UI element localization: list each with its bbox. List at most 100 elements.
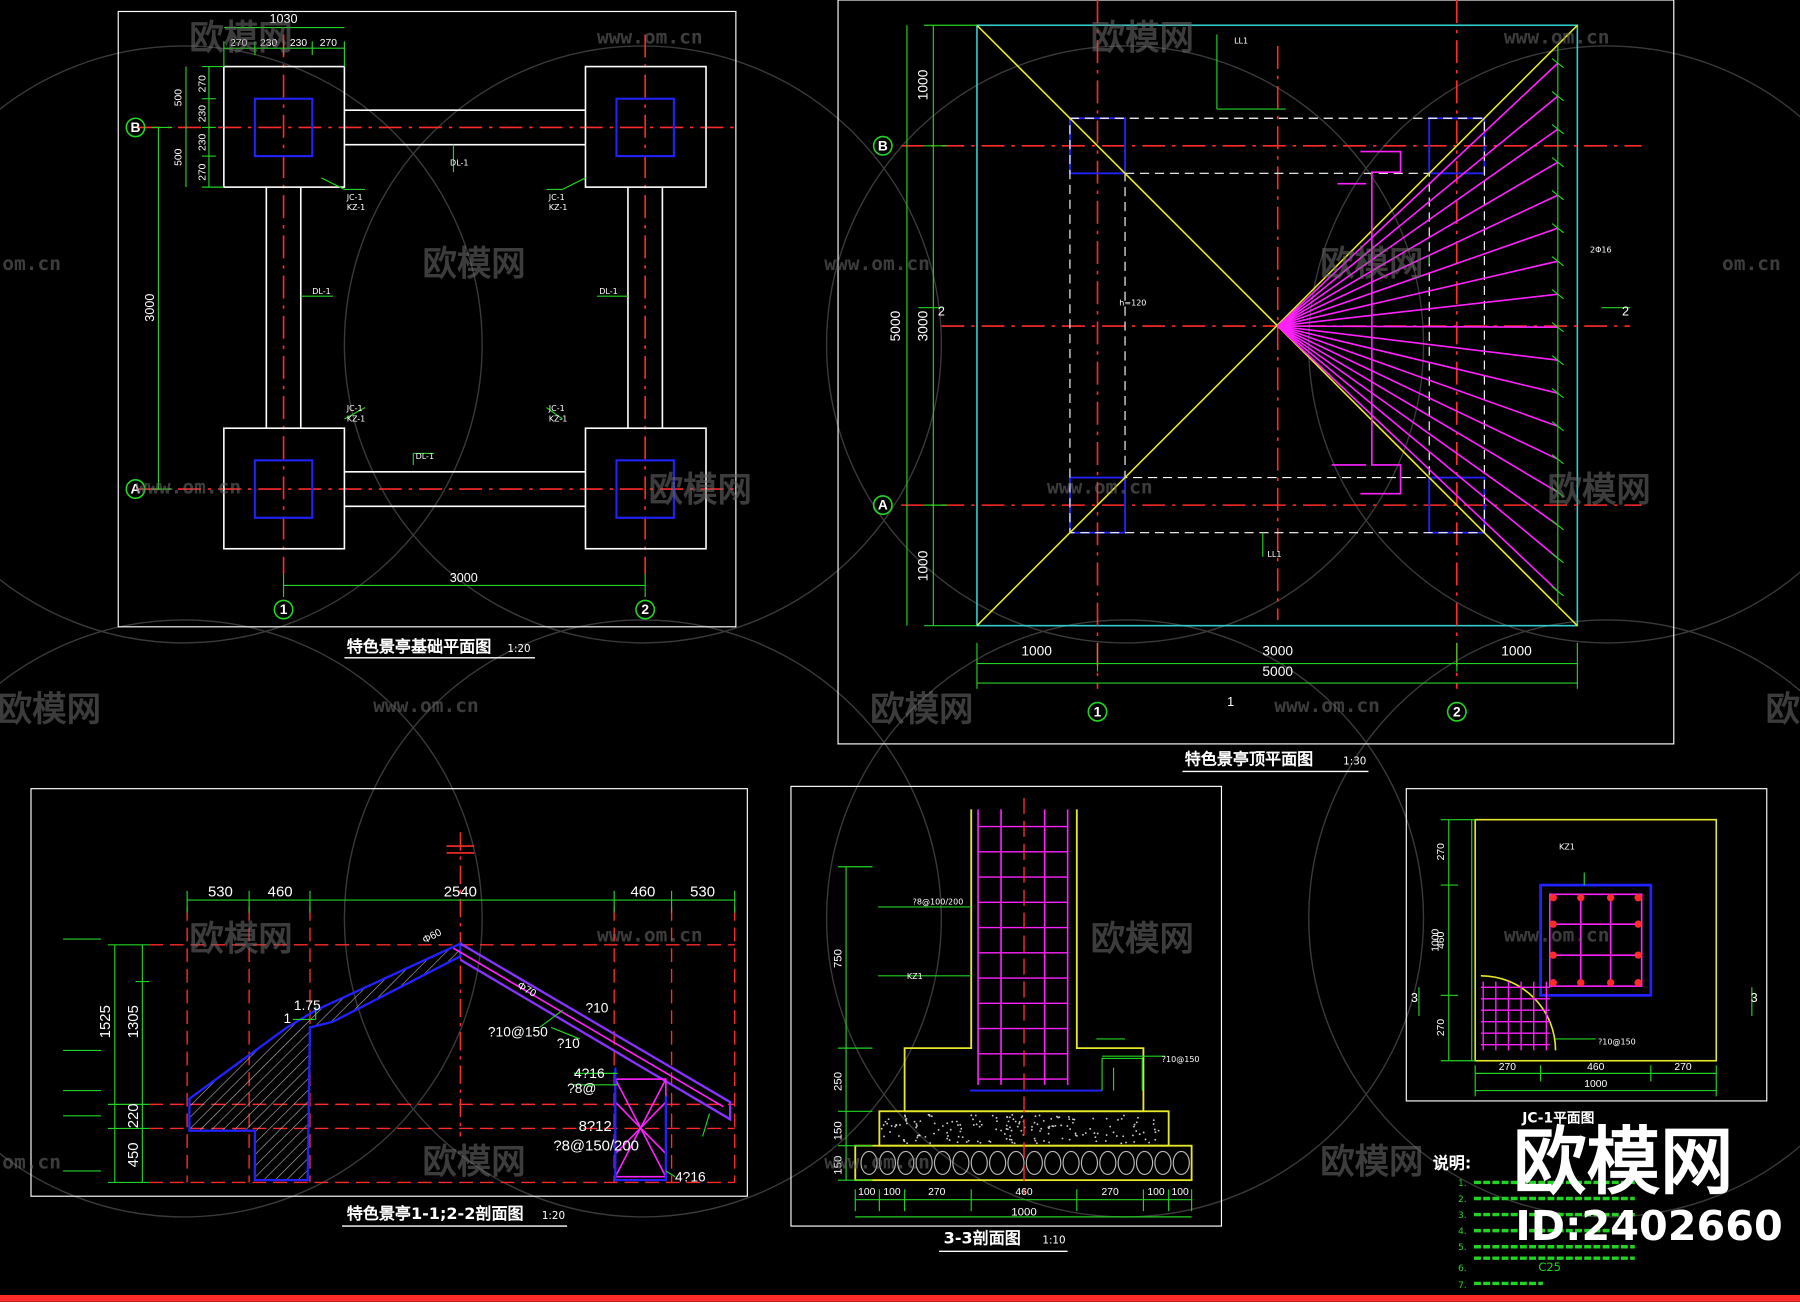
roof-axis-b: B [878, 138, 888, 153]
gravel-dot [946, 1131, 949, 1134]
d33-dim-bottom-7: 100 [1172, 1187, 1189, 1198]
watermarks: 欧模网 www.om.cn 欧模网 www.om.cn om.cn 欧模网 ww… [0, 18, 1800, 1182]
jc1-plan: 270 460 270 1000 270 460 270 1000 3 3 KZ… [1405, 788, 1768, 1127]
d33-dim-bottom-1: 100 [858, 1187, 875, 1198]
rafter-tick [1551, 520, 1564, 531]
note-3: 3. [1458, 1210, 1467, 1221]
jc1-label-mesh: ?10@150 [1598, 1038, 1636, 1047]
note-5: 5. [1458, 1242, 1467, 1253]
rafter-tick [1551, 157, 1564, 168]
d33-scale: 1:10 [1042, 1234, 1065, 1246]
section-rebar-3: ?10 [557, 1036, 580, 1051]
rafter-line [1277, 325, 1559, 559]
gravel-dot [1068, 1118, 1071, 1121]
gravel-dot [976, 1140, 979, 1143]
gravel-dot [1013, 1142, 1016, 1145]
gravel-dot [937, 1128, 940, 1131]
section-dim-top-2: 460 [268, 884, 293, 901]
stone-shape [1062, 1150, 1080, 1175]
brand-stamp: 欧模网 ID:2402660 [1513, 1120, 1783, 1250]
gravel-dot [996, 1120, 998, 1123]
gravel-dot [1033, 1121, 1036, 1124]
roof-label-ld-bottom: LL1 [1267, 550, 1281, 559]
section-rebar-4: 4?16 [574, 1066, 605, 1081]
section-dim-top-4: 460 [630, 884, 655, 901]
gravel-dot [978, 1125, 981, 1128]
gravel-dot [886, 1122, 889, 1125]
roof-axis-1: 1 [1094, 704, 1102, 719]
gravel-dot [959, 1130, 962, 1133]
gravel-dot [1109, 1125, 1112, 1128]
gravel-dot [1068, 1138, 1071, 1141]
roof-dim-bottom-1: 1000 [1021, 644, 1052, 659]
gravel-dot [1050, 1117, 1053, 1120]
rafter-line [1277, 325, 1558, 361]
watermark-site: www.om.cn [824, 252, 930, 275]
watermark-logo: 欧模网 [1766, 690, 1800, 730]
label-beam-note: DL-1 [450, 158, 469, 167]
gravel-dot [1137, 1116, 1139, 1119]
gravel-dot [1125, 1141, 1127, 1144]
gravel-dot [1005, 1137, 1008, 1140]
gravel-dot [1152, 1119, 1155, 1122]
section-rebar-6: 8?12 [579, 1118, 612, 1135]
rafter-tick [1551, 586, 1564, 597]
dim-top-1: 270 [230, 38, 247, 49]
gravel-dot [1135, 1130, 1138, 1132]
gravel-dot [919, 1120, 922, 1123]
gravel-dot [1047, 1132, 1050, 1135]
foundation-plan: 1030 270 230 230 270 270 230 230 270 500… [117, 10, 737, 659]
watermark-logo: 欧模网 [1548, 471, 1651, 511]
gravel-dot [914, 1139, 917, 1142]
d33-label-mesh: ?10@150 [1162, 1055, 1200, 1064]
gravel-dot [1117, 1118, 1119, 1121]
watermark-logo: 欧模网 [1091, 18, 1194, 58]
watermark-site: om.cn [2, 252, 61, 275]
gravel-dot [933, 1122, 936, 1125]
dim-bottom: 3000 [450, 571, 478, 585]
gravel-dot [1073, 1118, 1076, 1121]
gravel-dot [972, 1124, 975, 1126]
gravel-dot [1006, 1116, 1009, 1119]
d33-dim-bottom-5: 270 [1101, 1187, 1118, 1198]
rafter-line [1277, 128, 1559, 327]
rafter-line [1277, 227, 1559, 327]
watermark-logo: 欧模网 [0, 690, 101, 730]
dim-left-2: 230 [197, 105, 208, 122]
jc1-section-mark-left: 3 [1411, 991, 1418, 1005]
section-rebar-1: ?10@150 [488, 1025, 548, 1040]
note-6: 6. [1458, 1263, 1467, 1274]
watermark-site: om.cn [1722, 252, 1781, 275]
rafter-tick [1551, 322, 1564, 333]
notes-heading: 说明: [1433, 1154, 1472, 1173]
gravel-dot [918, 1134, 921, 1136]
section-ridge: Φ60 [421, 927, 444, 946]
gravel-dot [1016, 1125, 1019, 1128]
gravel-dot [1010, 1129, 1013, 1132]
gravel-dot [1020, 1129, 1023, 1132]
rafter-line [1277, 325, 1559, 427]
section-rebar-5: ?8@ [567, 1081, 596, 1096]
gravel-dot [979, 1141, 982, 1144]
stone-shape [1007, 1150, 1025, 1175]
gravel-dot [1054, 1124, 1057, 1127]
rafter-line [1277, 325, 1559, 460]
gravel-dot [905, 1117, 908, 1120]
roof-axis-2: 2 [1453, 704, 1461, 719]
gravel-dot [1105, 1134, 1108, 1136]
foundation-plan-scale: 1:20 [507, 643, 530, 655]
rebar-dot [1634, 920, 1642, 928]
gravel-dot [1142, 1131, 1145, 1134]
stone-shape [1025, 1150, 1043, 1175]
gravel-dot [1003, 1133, 1006, 1135]
note-concrete: C25 [1538, 1260, 1561, 1274]
gravel-dot [889, 1131, 891, 1133]
gravel-dot [1115, 1135, 1118, 1137]
label-dl1-left: DL-1 [312, 287, 331, 296]
axis-2: 2 [641, 602, 649, 617]
stone-shape [1080, 1150, 1099, 1175]
rebar-dot [1634, 979, 1642, 987]
roof-dim-bottom-total: 5000 [1262, 664, 1293, 679]
bottom-strip [0, 1294, 1800, 1302]
gravel-dot [1009, 1134, 1012, 1137]
